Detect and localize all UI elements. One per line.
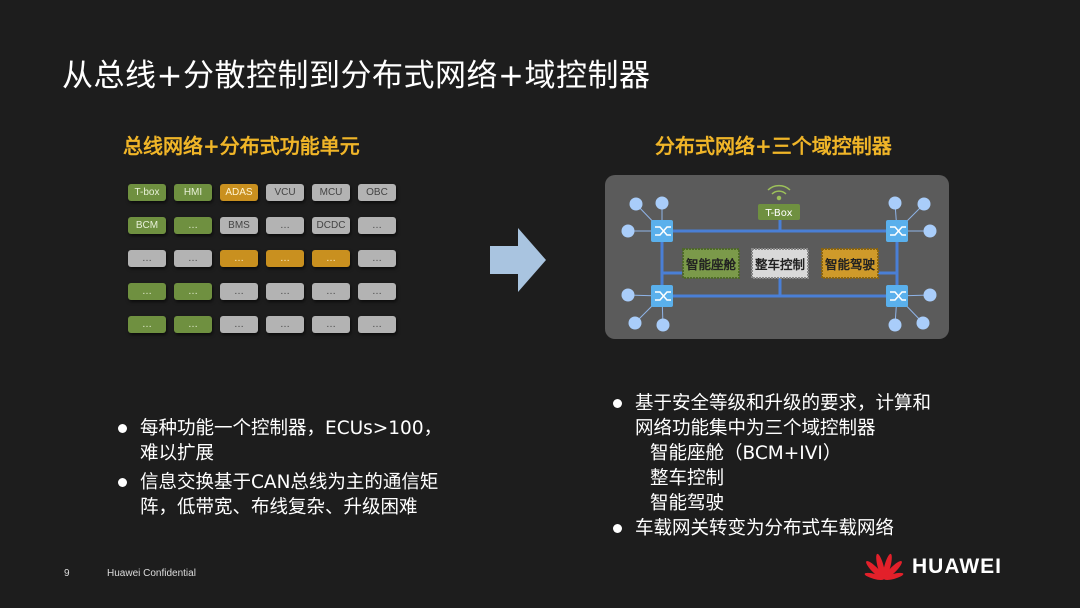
tbox-box: [758, 204, 800, 220]
domain-box-adas: [821, 248, 879, 279]
ecu-cell: …: [174, 283, 212, 300]
slide-title: 从总线+分散控制到分布式网络+域控制器: [62, 58, 651, 94]
ecu-cell: …: [312, 283, 350, 300]
ecu-grid: T-box HMI ADAS VCU MCU OBC BCM … BMS … DCDC … … … … … … ……: [128, 184, 396, 333]
ecu-cell: HMI: [174, 184, 212, 201]
ecu-cell: VCU: [266, 184, 304, 201]
bullet-cont: 网络功能集中为三个域控制器: [635, 418, 876, 439]
ecu-cell: …: [358, 316, 396, 333]
huawei-logo: HUAWEI: [862, 552, 1002, 582]
ecu-cell: ADAS: [220, 184, 258, 201]
bullet-item: 每种功能一个控制器，ECUs>100，: [118, 416, 442, 441]
page-number: 9: [64, 568, 70, 579]
domain-label: 智能座舱: [685, 257, 737, 272]
bullet-cont: 难以扩展: [140, 443, 215, 464]
ecu-cell: …: [128, 250, 166, 267]
bullet-item: 车载网关转变为分布式车载网络: [613, 516, 931, 541]
bullet-cont: 阵，低带宽、布线复杂、升级困难: [140, 497, 418, 518]
switch-icon: [886, 220, 908, 242]
sub-item: 整车控制: [650, 468, 725, 489]
ecu-cell: …: [128, 316, 166, 333]
ecu-cell: …: [220, 316, 258, 333]
ecu-cell: …: [174, 217, 212, 234]
ecu-cell: …: [220, 250, 258, 267]
arrow-right-icon: [490, 228, 546, 292]
switch-icon: [651, 220, 673, 242]
domain-box-vehicle: [751, 248, 809, 279]
bullet-item: 基于安全等级和升级的要求，计算和: [613, 391, 931, 416]
ecu-cell: …: [312, 316, 350, 333]
logo-text: HUAWEI: [912, 555, 1002, 578]
wifi-icon: [767, 184, 791, 201]
ecu-cell: OBC: [358, 184, 396, 201]
huawei-flower-icon: [864, 553, 904, 580]
ecu-cell: …: [266, 217, 304, 234]
left-heading: 总线网络+分布式功能单元: [123, 134, 360, 158]
confidential-label: Huawei Confidential: [107, 568, 196, 579]
bullet-item: 信息交换基于CAN总线为主的通信矩: [118, 470, 442, 495]
domain-network-diagram: T-Box 智能座舱 整车控制 智能驾驶: [605, 175, 949, 339]
right-bullets: 基于安全等级和升级的要求，计算和 网络功能集中为三个域控制器 智能座舱（BCM+…: [613, 391, 931, 541]
ecu-cell: …: [266, 316, 304, 333]
right-heading: 分布式网络+三个域控制器: [655, 134, 892, 158]
ecu-cell: DCDC: [312, 217, 350, 234]
ecu-cell: BCM: [128, 217, 166, 234]
ecu-cell: …: [358, 250, 396, 267]
ecu-cell: T-box: [128, 184, 166, 201]
domain-label: 智能驾驶: [824, 257, 876, 272]
ecu-cell: …: [174, 250, 212, 267]
ecu-cell: …: [128, 283, 166, 300]
ecu-cell: …: [266, 250, 304, 267]
ecu-cell: …: [266, 283, 304, 300]
switch-icon: [651, 285, 673, 307]
domain-box-cockpit: [682, 248, 740, 279]
ecu-cell: …: [358, 283, 396, 300]
switch-icons: [651, 220, 908, 307]
ecu-cell: …: [220, 283, 258, 300]
sub-item: 智能座舱（BCM+IVI）: [650, 443, 842, 464]
left-bullets: 每种功能一个控制器，ECUs>100， 难以扩展 信息交换基于CAN总线为主的通…: [118, 416, 442, 520]
ecu-nodes: [621, 196, 937, 332]
ecu-cell: …: [358, 217, 396, 234]
ecu-cell: …: [312, 250, 350, 267]
ecu-cell: …: [174, 316, 212, 333]
sub-item: 智能驾驶: [650, 493, 725, 514]
switch-icon: [886, 285, 908, 307]
ecu-cell: BMS: [220, 217, 258, 234]
ecu-cell: MCU: [312, 184, 350, 201]
domain-label: 整车控制: [755, 257, 805, 272]
tbox-label: T-Box: [764, 208, 792, 219]
